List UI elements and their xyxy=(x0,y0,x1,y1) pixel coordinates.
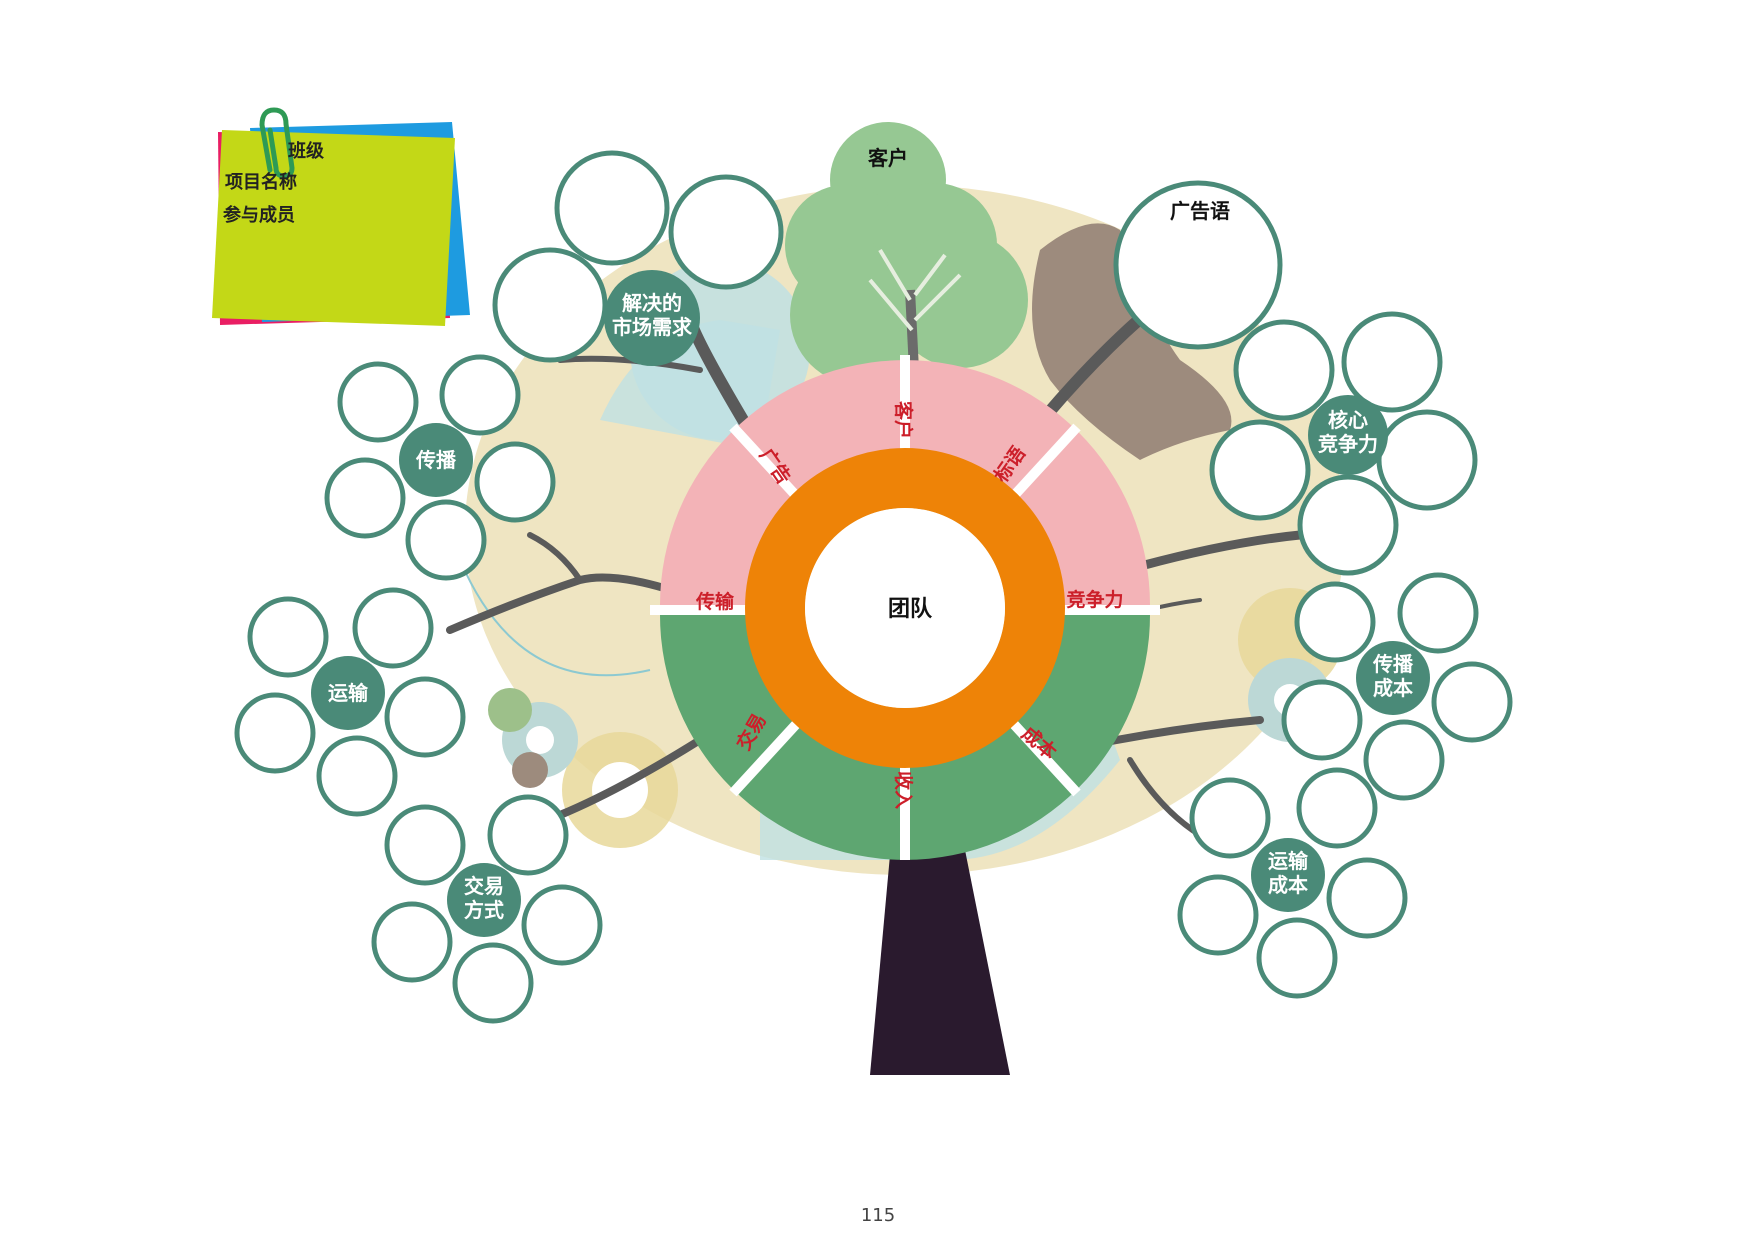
answer-bubble[interactable] xyxy=(337,361,419,443)
node-trade-method-line1: 交易 xyxy=(464,874,504,898)
segment-label-income: 收入 xyxy=(892,771,915,809)
cluster-transport: 运输 xyxy=(234,587,466,817)
node-transport-cost xyxy=(1251,838,1325,912)
center-label: 团队 xyxy=(888,596,933,622)
answer-bubble[interactable] xyxy=(668,174,784,290)
answer-bubble[interactable] xyxy=(1341,311,1443,413)
segment-label-transport: 传输 xyxy=(695,590,735,613)
top-tree-customer-label: 客户 xyxy=(867,146,908,170)
answer-bubble[interactable] xyxy=(405,499,487,581)
cluster-market-needs: 解决的 市场需求 xyxy=(492,150,784,366)
note-class-label: 班级 xyxy=(288,140,325,162)
center-ring xyxy=(745,448,1065,768)
answer-bubble[interactable] xyxy=(452,942,534,1024)
ring-separators xyxy=(650,355,1160,860)
answer-bubble[interactable] xyxy=(1376,409,1478,511)
answer-bubble[interactable] xyxy=(1294,581,1376,663)
answer-bubble[interactable] xyxy=(352,587,434,669)
answer-bubble[interactable] xyxy=(1297,474,1399,576)
answer-bubble[interactable] xyxy=(234,692,316,774)
node-transport-label: 运输 xyxy=(328,681,369,705)
answer-bubble[interactable] xyxy=(384,804,466,886)
answer-bubble[interactable] xyxy=(554,150,670,266)
ring-pink-top xyxy=(660,360,1150,605)
center-core xyxy=(805,508,1005,708)
answer-bubble[interactable] xyxy=(384,676,466,758)
answer-bubble[interactable] xyxy=(316,735,398,817)
node-core-line2: 竞争力 xyxy=(1318,432,1378,456)
ring-green-bottom xyxy=(660,615,1150,860)
cluster-core-competitiveness: 核心 竞争力 xyxy=(1209,311,1478,576)
answer-bubble[interactable] xyxy=(1209,419,1311,521)
answer-bubble[interactable] xyxy=(492,247,608,363)
cluster-spread: 传播 xyxy=(324,354,556,581)
answer-bubble[interactable] xyxy=(1281,679,1363,761)
answer-bubble[interactable] xyxy=(474,441,556,523)
answer-bubble[interactable] xyxy=(1177,874,1259,956)
node-trade-method-line2: 方式 xyxy=(464,898,504,922)
answer-bubble[interactable] xyxy=(1189,777,1271,859)
node-transport-cost-line2: 成本 xyxy=(1268,873,1308,897)
answer-bubble[interactable] xyxy=(1256,917,1338,999)
page-number: 115 xyxy=(861,1205,895,1226)
sticky-note-front xyxy=(212,130,455,326)
node-market-needs xyxy=(604,270,700,366)
node-transport xyxy=(311,656,385,730)
cluster-spread-cost: 传播 成本 xyxy=(1281,572,1513,801)
slogan-bubble[interactable] xyxy=(1113,180,1283,350)
answer-bubble[interactable] xyxy=(1431,661,1513,743)
paperclip-icon xyxy=(259,107,295,179)
answer-bubble[interactable] xyxy=(439,354,521,436)
node-spread-cost-line1: 传播 xyxy=(1372,652,1414,676)
node-spread-cost xyxy=(1356,641,1430,715)
node-market-needs-line2: 市场需求 xyxy=(612,315,693,339)
cluster-trade-method: 交易 方式 xyxy=(371,794,603,1024)
answer-bubble[interactable] xyxy=(247,596,329,678)
cluster-transport-cost: 运输 成本 xyxy=(1177,767,1408,999)
tree-trunk xyxy=(870,800,1010,1075)
node-core-competitiveness xyxy=(1308,395,1388,475)
answer-bubble[interactable] xyxy=(1397,572,1479,654)
sticky-note: 班级 项目名称 参与成员 xyxy=(212,107,470,326)
node-spread xyxy=(399,423,473,497)
note-project-label: 项目名称 xyxy=(225,171,297,193)
answer-bubble[interactable] xyxy=(521,884,603,966)
answer-bubble[interactable] xyxy=(324,457,406,539)
note-members-label: 参与成员 xyxy=(223,204,295,226)
node-spread-label: 传播 xyxy=(415,448,457,472)
node-market-needs-line1: 解决的 xyxy=(622,291,682,315)
segment-label-customer: 客户 xyxy=(892,401,915,439)
answer-bubble[interactable] xyxy=(371,901,453,983)
slogan-label: 广告语 xyxy=(1170,199,1230,223)
answer-bubble[interactable] xyxy=(1326,857,1408,939)
answer-bubble[interactable] xyxy=(487,794,569,876)
segment-label-competitiveness: 竞争力 xyxy=(1066,588,1123,611)
answer-bubble[interactable] xyxy=(1363,719,1445,801)
answer-bubble[interactable] xyxy=(1233,319,1335,421)
node-transport-cost-line1: 运输 xyxy=(1268,849,1309,873)
node-spread-cost-line2: 成本 xyxy=(1373,676,1413,700)
node-core-line1: 核心 xyxy=(1328,408,1368,432)
answer-bubble[interactable] xyxy=(1296,767,1378,849)
node-trade-method xyxy=(447,863,521,937)
